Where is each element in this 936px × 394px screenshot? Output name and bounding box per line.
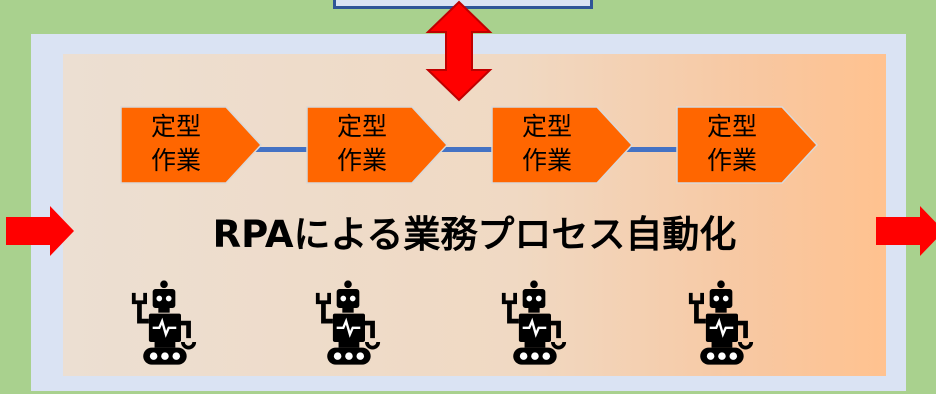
process-step: 定型 作業 xyxy=(491,106,634,184)
chevron-shape xyxy=(491,106,634,184)
chevron-shape xyxy=(306,106,449,184)
step-label: 定型 作業 xyxy=(336,112,387,175)
robot-icon xyxy=(500,276,568,372)
input-arrow-icon xyxy=(6,206,74,256)
diagram-caption: RPAによる業務プロセス自動化 xyxy=(212,213,737,256)
process-step: 定型 作業 xyxy=(676,106,819,184)
step-label: 定型 作業 xyxy=(150,112,201,175)
robot-icon xyxy=(130,276,198,372)
double-arrow-icon xyxy=(425,0,493,102)
robot-icon xyxy=(687,276,755,372)
robot-icon xyxy=(314,276,382,372)
process-step: 定型 作業 xyxy=(306,106,449,184)
chevron-shape xyxy=(120,106,263,184)
process-step: 定型 作業 xyxy=(120,106,263,184)
output-arrow-icon xyxy=(876,206,936,256)
step-connector xyxy=(255,147,315,152)
step-label: 定型 作業 xyxy=(706,112,757,175)
step-connector xyxy=(440,147,500,152)
chevron-shape xyxy=(676,106,819,184)
step-label: 定型 作業 xyxy=(521,112,572,175)
step-connector xyxy=(625,147,685,152)
